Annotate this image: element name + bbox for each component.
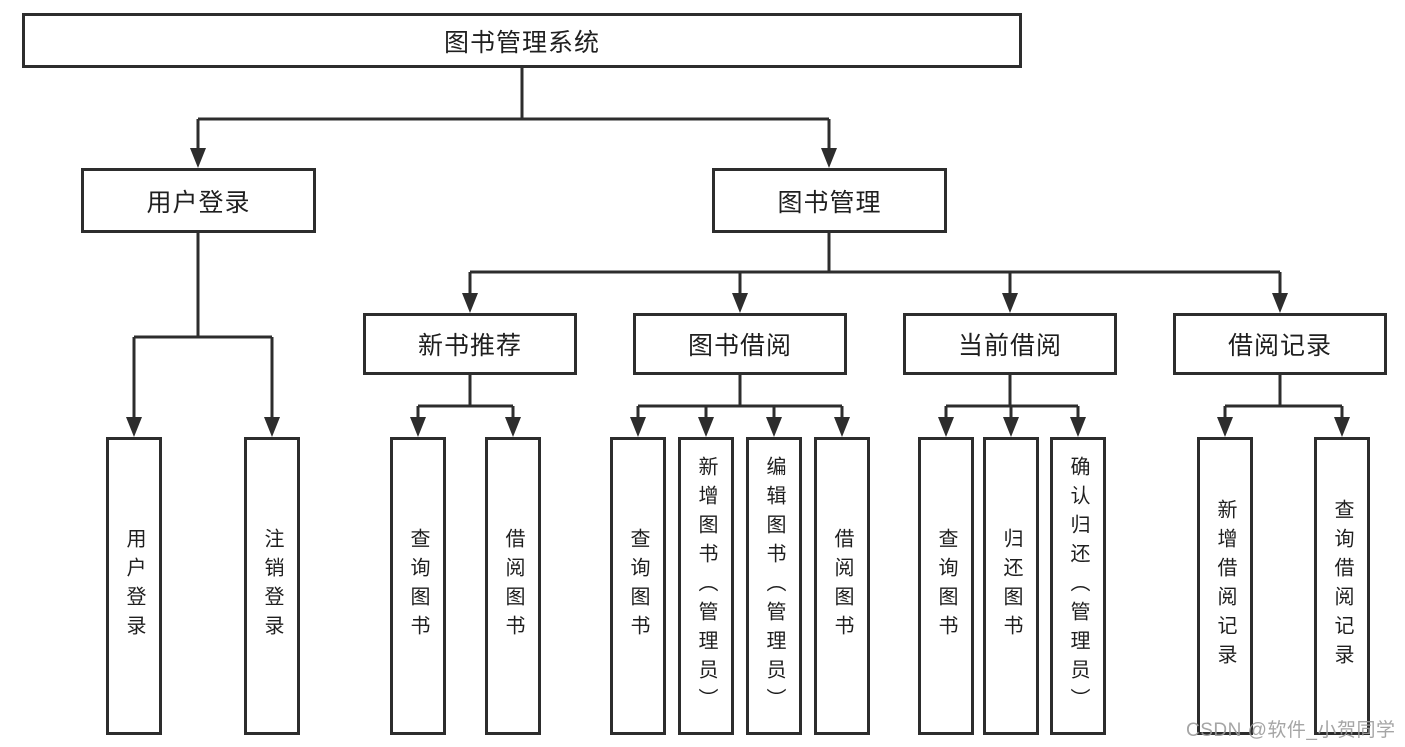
node-book-management: 图书管理 [712, 168, 947, 233]
leaf-query-borrow-record: 查询借阅记录 [1314, 437, 1370, 735]
leaf-query-books-current: 查询图书 [918, 437, 974, 735]
leaf-borrow-books-recommend: 借阅图书 [485, 437, 541, 735]
node-borrow-records: 借阅记录 [1173, 313, 1387, 375]
node-user-login: 用户登录 [81, 168, 316, 233]
node-library-system: 图书管理系统 [22, 13, 1022, 68]
leaf-borrow-books: 借阅图书 [814, 437, 870, 735]
leaf-user-login: 用户登录 [106, 437, 162, 735]
node-book-borrow: 图书借阅 [633, 313, 847, 375]
leaf-logout: 注销登录 [244, 437, 300, 735]
leaf-add-book-admin: 新增图书（管理员） [678, 437, 734, 735]
leaf-add-borrow-record: 新增借阅记录 [1197, 437, 1253, 735]
leaf-query-books-recommend: 查询图书 [390, 437, 446, 735]
arrowhead-icons [126, 148, 1350, 437]
leaf-edit-book-admin: 编辑图书（管理员） [746, 437, 802, 735]
leaf-return-book: 归还图书 [983, 437, 1039, 735]
node-new-book-recommend: 新书推荐 [363, 313, 577, 375]
leaf-query-books-borrow: 查询图书 [610, 437, 666, 735]
watermark-csdn: CSDN @软件_小贺同学 [1186, 720, 1396, 741]
leaf-confirm-return-admin: 确认归还（管理员） [1050, 437, 1106, 735]
node-current-borrow: 当前借阅 [903, 313, 1117, 375]
